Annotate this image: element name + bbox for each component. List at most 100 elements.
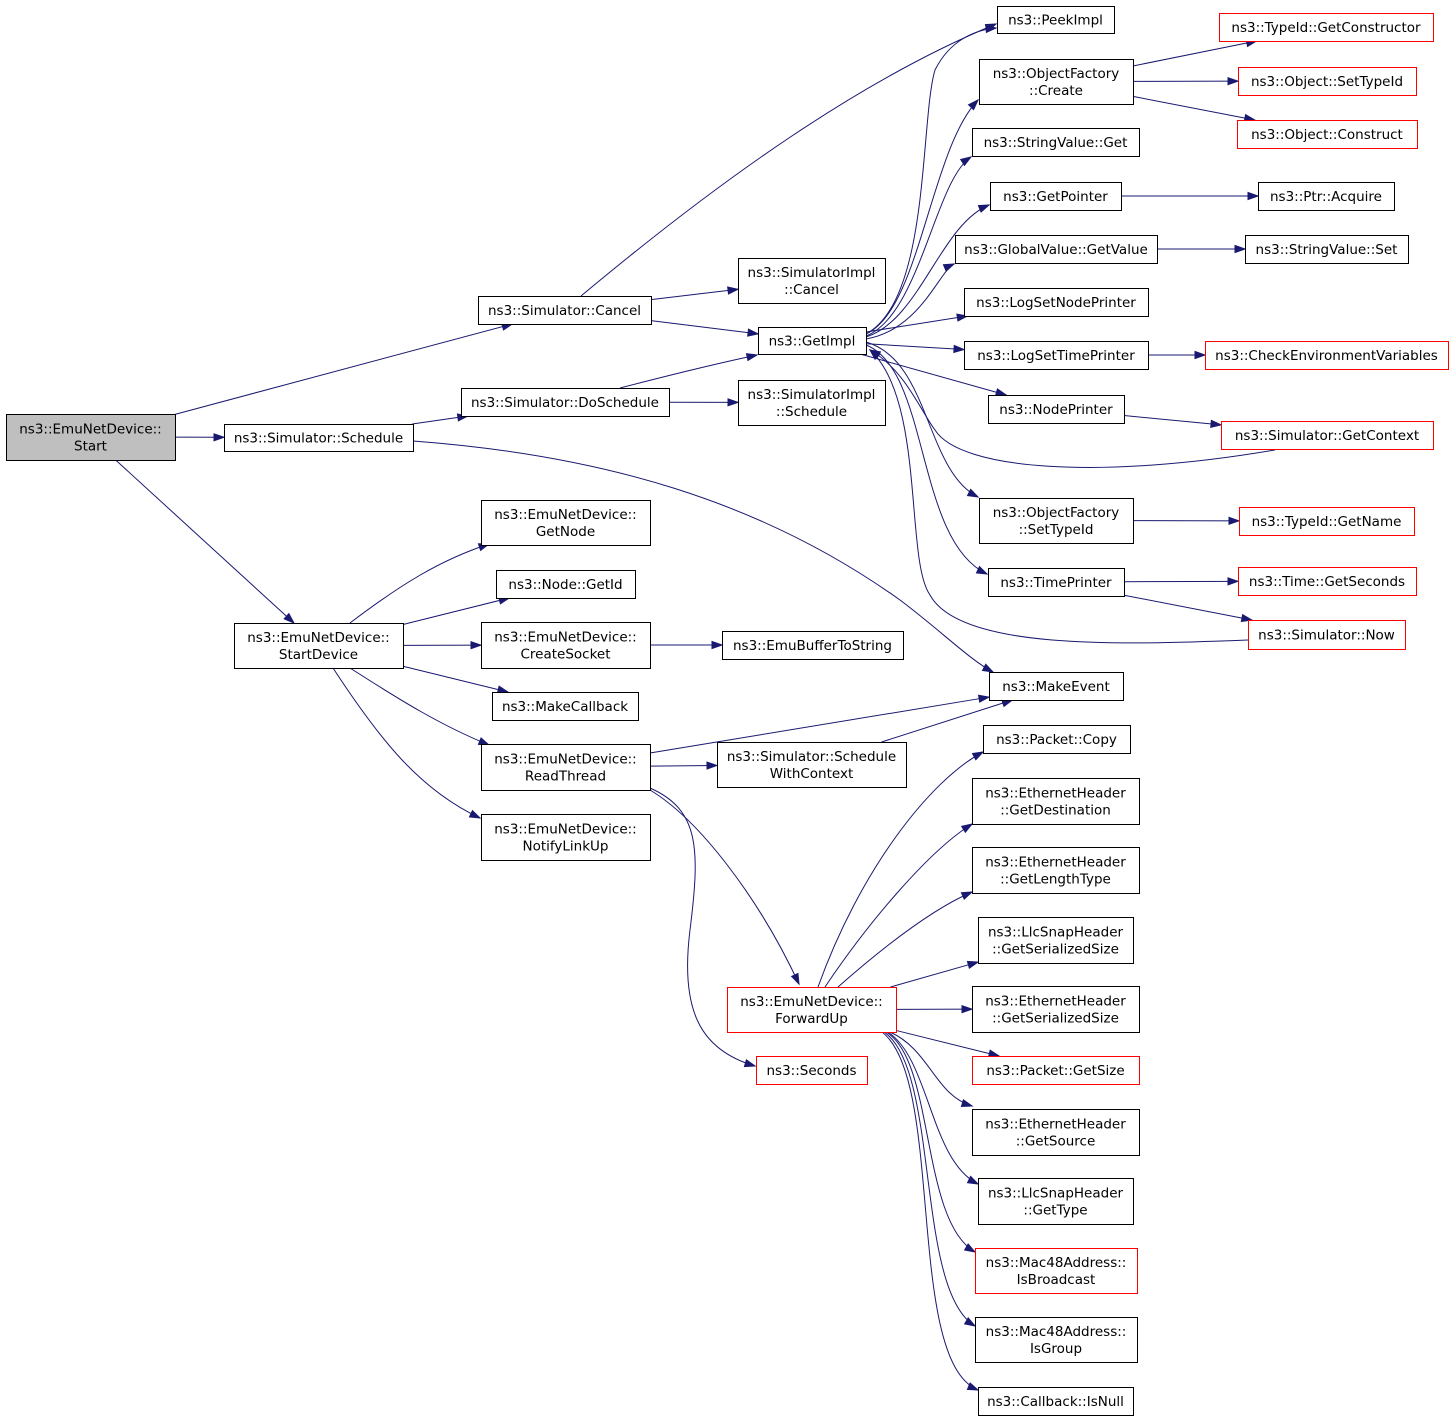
node-peekimpl[interactable]: ns3::PeekImpl [997, 6, 1115, 34]
edge-start-to-sim_schedule [174, 433, 226, 442]
node-emubuffertostring[interactable]: ns3::EmuBufferToString [722, 631, 904, 660]
node-label: ns3::LlcSnapHeader [988, 1186, 1124, 1202]
node-packet-getsize[interactable]: ns3::Packet::GetSize [972, 1056, 1140, 1085]
node-packet-copy[interactable]: ns3::Packet::Copy [983, 725, 1131, 754]
node-sim-cancel[interactable]: ns3::Simulator::Cancel [478, 296, 652, 325]
node-label: ns3::LlcSnapHeader [988, 925, 1124, 941]
node-gv-getvalue[interactable]: ns3::GlobalValue::GetValue [955, 235, 1158, 264]
node-of-settypeid[interactable]: ns3::ObjectFactory::SetTypeId [979, 498, 1134, 544]
node-eh-getdestination[interactable]: ns3::EthernetHeader::GetDestination [972, 778, 1140, 825]
node-start[interactable]: ns3::EmuNetDevice::Start [6, 414, 176, 461]
node-label: ns3::StringValue::Get [984, 135, 1128, 151]
node-mac-isbroadcast[interactable]: ns3::Mac48Address::IsBroadcast [975, 1248, 1138, 1294]
node-emu-forwardup[interactable]: ns3::EmuNetDevice::ForwardUp [727, 987, 897, 1033]
node-box [492, 692, 639, 721]
node-label: ns3::GlobalValue::GetValue [964, 242, 1148, 258]
node-box [989, 672, 1124, 701]
node-label: ns3::Simulator::Schedule [234, 431, 403, 447]
node-label: ns3::EmuNetDevice:: [494, 507, 636, 523]
node-box [988, 395, 1125, 424]
node-node-getid[interactable]: ns3::Node::GetId [496, 570, 636, 599]
node-typeid-getconstructor[interactable]: ns3::TypeId::GetConstructor [1219, 13, 1434, 42]
node-box [481, 622, 651, 669]
node-checkenv[interactable]: ns3::CheckEnvironmentVariables [1205, 341, 1449, 370]
node-simimpl-schedule[interactable]: ns3::SimulatorImpl::Schedule [738, 380, 886, 426]
node-emu-readthread[interactable]: ns3::EmuNetDevice::ReadThread [481, 744, 651, 791]
node-object-construct[interactable]: ns3::Object::Construct [1237, 120, 1418, 149]
edge-getimpl-to-timeprinter [865, 344, 989, 575]
node-emu-getnode[interactable]: ns3::EmuNetDevice::GetNode [481, 500, 651, 546]
node-eh-getlengthtype[interactable]: ns3::EthernetHeader::GetLengthType [972, 847, 1140, 894]
node-label: IsGroup [1030, 1341, 1082, 1357]
node-sim-now[interactable]: ns3::Simulator::Now [1248, 620, 1406, 650]
node-timeprinter[interactable]: ns3::TimePrinter [988, 568, 1125, 597]
edge-emu_forwardup-to-llc_gettype [887, 1031, 980, 1185]
node-getpointer[interactable]: ns3::GetPointer [990, 182, 1122, 211]
edge-of_create-to-object_settypeid [1132, 76, 1240, 86]
node-box [461, 388, 670, 417]
node-mac-isgroup[interactable]: ns3::Mac48Address::IsGroup [975, 1317, 1138, 1363]
node-llc-getserializedsize[interactable]: ns3::LlcSnapHeader::GetSerializedSize [978, 917, 1134, 964]
node-getimpl[interactable]: ns3::GetImpl [758, 327, 867, 355]
node-label: ns3::EmuNetDevice:: [494, 822, 636, 838]
edge-getimpl-to-getpointer [865, 204, 991, 338]
node-simimpl-cancel[interactable]: ns3::SimulatorImpl::Cancel [738, 258, 886, 304]
node-label: ForwardUp [775, 1011, 848, 1027]
edge-sim_now-to-getimpl [868, 348, 1249, 644]
node-makeevent[interactable]: ns3::MakeEvent [989, 672, 1124, 701]
edge-emu_forwardup-to-eh_getdestination [824, 823, 974, 988]
node-sim-schedule[interactable]: ns3::Simulator::Schedule [224, 424, 414, 452]
node-llc-gettype[interactable]: ns3::LlcSnapHeader::GetType [978, 1178, 1134, 1225]
edge-emu_forwardup-to-eh_getserializedsize [895, 1004, 974, 1014]
node-label: ::Schedule [776, 404, 847, 420]
node-eh-getsource[interactable]: ns3::EthernetHeader::GetSource [972, 1109, 1140, 1156]
node-box [496, 570, 636, 599]
node-box [972, 986, 1140, 1033]
edge-sim_doschedule-to-simimpl_schedule [668, 398, 740, 407]
node-seconds[interactable]: ns3::Seconds [756, 1056, 868, 1085]
node-emu-createsocket[interactable]: ns3::EmuNetDevice::CreateSocket [481, 622, 651, 669]
node-label: ns3::TimePrinter [1000, 575, 1112, 591]
node-label: ns3::SimulatorImpl [748, 265, 876, 281]
node-label: ::Cancel [784, 282, 839, 298]
node-label: ns3::EmuNetDevice:: [494, 752, 636, 768]
node-typeid-getname[interactable]: ns3::TypeId::GetName [1239, 507, 1415, 536]
node-label: ns3::EmuNetDevice:: [740, 994, 882, 1010]
node-callback-isnull[interactable]: ns3::Callback::IsNull [978, 1387, 1134, 1416]
node-box [758, 327, 867, 355]
node-label: ns3::MakeEvent [1002, 679, 1110, 695]
node-sim-doschedule[interactable]: ns3::Simulator::DoSchedule [461, 388, 670, 417]
node-stringvalue-get[interactable]: ns3::StringValue::Get [972, 128, 1140, 157]
edge-sim_cancel-to-getimpl [650, 320, 760, 337]
node-stringvalue-set[interactable]: ns3::StringValue::Set [1245, 235, 1409, 264]
edge-emu_createsocket-to-emubuffertostring [650, 640, 724, 650]
node-box [478, 296, 652, 325]
node-object-settypeid[interactable]: ns3::Object::SetTypeId [1238, 67, 1417, 96]
edge-timeprinter-to-time_getseconds [1123, 577, 1240, 586]
node-time-getseconds[interactable]: ns3::Time::GetSeconds [1238, 567, 1417, 596]
node-of-create[interactable]: ns3::ObjectFactory::Create [979, 59, 1134, 105]
node-start-device[interactable]: ns3::EmuNetDevice::StartDevice [234, 623, 404, 669]
node-box [964, 288, 1149, 317]
node-box [1237, 120, 1418, 149]
node-logsettimeprinter[interactable]: ns3::LogSetTimePrinter [964, 341, 1149, 370]
node-label: ::GetDestination [1000, 803, 1111, 819]
node-label: ns3::LogSetNodePrinter [976, 295, 1136, 311]
node-box [481, 500, 651, 546]
node-label: ns3::NodePrinter [999, 402, 1113, 418]
node-eh-getserializedsize[interactable]: ns3::EthernetHeader::GetSerializedSize [972, 986, 1140, 1033]
edge-getimpl-to-peekimpl [865, 24, 998, 335]
node-sim-getcontext[interactable]: ns3::Simulator::GetContext [1221, 421, 1434, 450]
node-box [979, 498, 1134, 544]
node-nodeprinter[interactable]: ns3::NodePrinter [988, 395, 1125, 424]
node-box [1219, 13, 1434, 42]
node-box [972, 778, 1140, 825]
node-makecallback[interactable]: ns3::MakeCallback [492, 692, 639, 721]
node-ptr-acquire[interactable]: ns3::Ptr::Acquire [1258, 182, 1395, 211]
edge-emu_forwardup-to-mac_isbroadcast [885, 1031, 977, 1253]
node-logsetnodeprinter[interactable]: ns3::LogSetNodePrinter [964, 288, 1149, 317]
edge-sim_schedule-to-makeevent [412, 440, 995, 673]
node-emu-notifylinkup[interactable]: ns3::EmuNetDevice::NotifyLinkUp [481, 814, 651, 861]
